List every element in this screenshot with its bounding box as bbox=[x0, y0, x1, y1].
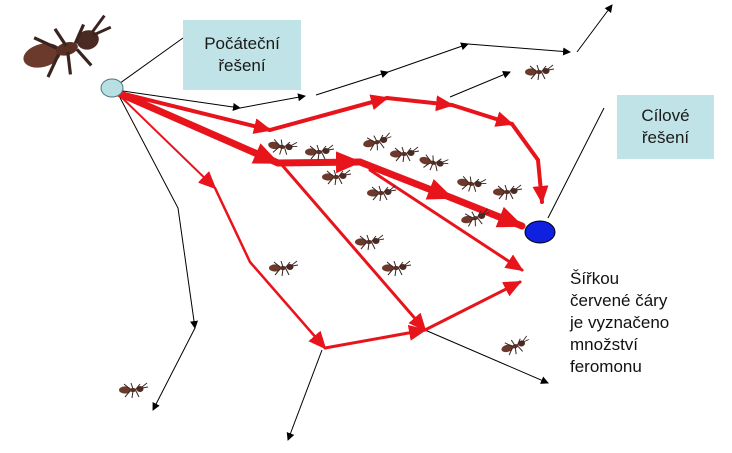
start-solution-label: Počáteční řešení bbox=[183, 20, 301, 90]
goal-connector bbox=[547, 107, 605, 219]
start-label-line2: řešení bbox=[218, 56, 266, 75]
caption-line: je vyznačeno bbox=[570, 313, 670, 332]
ant-icon bbox=[416, 151, 450, 175]
ant-icon bbox=[268, 260, 299, 277]
ant-icon bbox=[455, 174, 488, 195]
ant-icon bbox=[16, 13, 122, 87]
caption-line: červené čáry bbox=[570, 291, 668, 310]
caption-line: množství bbox=[570, 335, 639, 354]
ant-icon bbox=[524, 64, 555, 81]
ant-icon bbox=[361, 132, 394, 153]
ant-icon bbox=[118, 382, 149, 399]
ant-icon bbox=[389, 146, 420, 163]
ant-icon bbox=[266, 137, 299, 158]
caption-line: Šířkou bbox=[570, 269, 620, 288]
pheromone-caption: Šířkou červené čáry je vyznačeno množstv… bbox=[570, 268, 669, 378]
caption-line: feromonu bbox=[570, 357, 642, 376]
goal-solution-label: Cílové řešení bbox=[617, 95, 714, 159]
ant-icon bbox=[366, 185, 397, 202]
start-node bbox=[100, 78, 124, 98]
ant-icon bbox=[354, 234, 385, 251]
ant-icon bbox=[381, 260, 412, 277]
ant-icon bbox=[321, 169, 352, 186]
goal-node bbox=[524, 220, 556, 244]
start-label-line1: Počáteční bbox=[204, 34, 280, 53]
ant-icon bbox=[304, 144, 335, 161]
start-connector bbox=[115, 37, 184, 87]
goal-label-line1: Cílové bbox=[641, 106, 690, 125]
ant-icon bbox=[492, 184, 523, 201]
exploration-paths bbox=[115, 4, 613, 441]
ant-icon bbox=[499, 335, 533, 359]
pheromone-trails bbox=[112, 88, 549, 350]
goal-label-line2: řešení bbox=[641, 128, 690, 147]
